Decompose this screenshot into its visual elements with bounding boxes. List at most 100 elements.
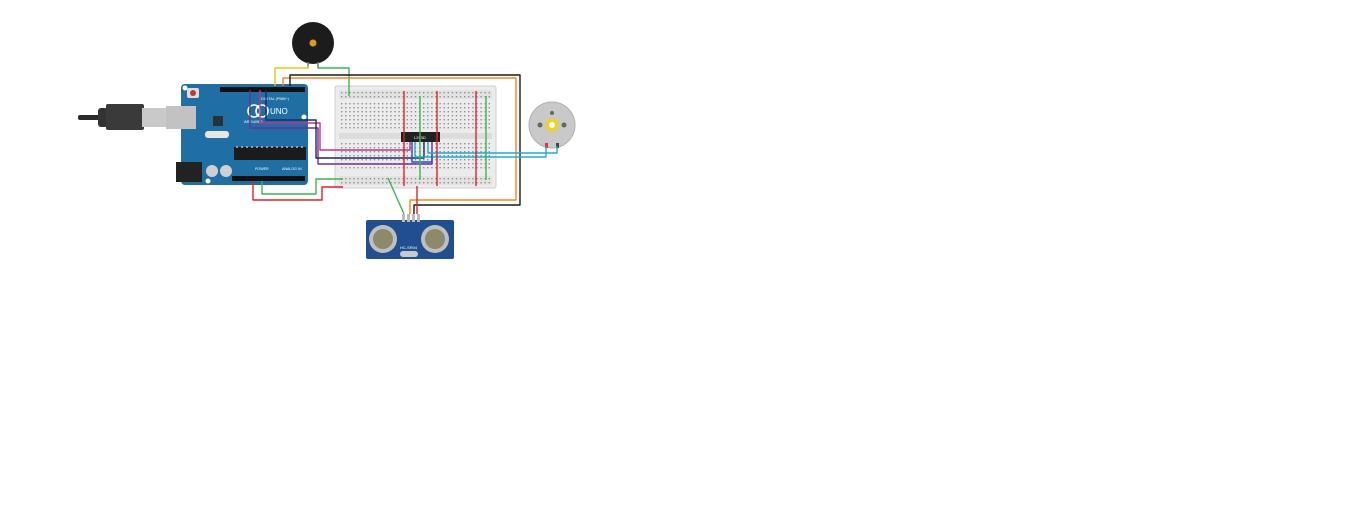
breadboard-hole (488, 96, 490, 98)
breadboard-hole (345, 127, 347, 129)
breadboard-hole (398, 96, 400, 98)
breadboard-hole (377, 151, 380, 153)
wire-blue-motor-2[interactable] (427, 142, 558, 154)
breadboard-hole (459, 92, 462, 94)
breadboard-hole (451, 103, 454, 105)
breadboard-hole (427, 167, 429, 169)
breadboard-hole (476, 151, 478, 153)
wire-red-power[interactable] (252, 181, 343, 201)
breadboard-hole (398, 155, 400, 157)
breadboard-hole (406, 167, 408, 169)
breadboard-hole (341, 111, 343, 113)
breadboard-hole (484, 127, 486, 129)
breadboard-hole (459, 147, 462, 149)
wire-green-buzzer[interactable] (317, 66, 350, 96)
wire-blue-short[interactable] (411, 142, 433, 163)
breadboard-hole (402, 159, 404, 161)
breadboard-hole (353, 182, 355, 184)
breadboard-hole (459, 151, 462, 153)
breadboard-hole (423, 107, 425, 109)
breadboard-hole (373, 123, 376, 125)
breadboard-hole (349, 107, 351, 109)
arduino-uno-board[interactable]: UNO ARDUINO DIGITAL (PWM~) POWER ANALOG … (166, 84, 308, 185)
breadboard-hole (377, 159, 380, 161)
breadboard-hole (410, 178, 413, 180)
breadboard-hole (365, 167, 367, 169)
piezo-buzzer[interactable] (292, 22, 334, 68)
breadboard-hole (394, 143, 396, 145)
breadboard-hole (431, 119, 433, 121)
breadboard-hole (464, 127, 466, 129)
breadboard-hole (386, 151, 388, 153)
breadboard-hole (459, 119, 462, 121)
usb-cable[interactable] (78, 104, 194, 130)
breadboard-hole (353, 103, 355, 105)
breadboard-hole (365, 151, 367, 153)
breadboard-hole (398, 147, 400, 149)
breadboard-hole (386, 127, 388, 129)
breadboard-hole (406, 182, 408, 184)
breadboard-hole (365, 103, 367, 105)
breadboard-hole (345, 119, 347, 121)
breadboard-hole (451, 115, 454, 117)
breadboard-hole (427, 178, 429, 180)
dc-motor[interactable] (528, 101, 576, 149)
breadboard-hole (386, 115, 388, 117)
breadboard-hole (451, 155, 454, 157)
breadboard-hole (357, 155, 359, 157)
breadboard-hole (390, 151, 392, 153)
wire-navy[interactable] (265, 90, 425, 159)
breadboard-hole (451, 159, 454, 161)
breadboard-hole (455, 143, 458, 145)
wire-green-gnd[interactable] (261, 178, 343, 195)
ultrasonic-sensor[interactable]: HC-SR04 (366, 214, 454, 259)
breadboard-hole (447, 182, 449, 184)
breadboard-hole (382, 151, 384, 153)
wire-yellow[interactable] (274, 66, 309, 86)
breadboard-hole (439, 147, 441, 149)
wire-black[interactable] (289, 74, 521, 214)
breadboard-hole (398, 103, 400, 105)
breadboard-hole (472, 96, 474, 98)
breadboard-hole (435, 143, 437, 145)
breadboard-hole (406, 147, 408, 149)
breadboard-hole (410, 123, 413, 125)
breadboard-hole (447, 96, 449, 98)
breadboard-hole (345, 155, 347, 157)
breadboard-hole (435, 167, 437, 169)
breadboard-hole (361, 182, 363, 184)
breadboard-hole (365, 155, 367, 157)
wire-green-sensor[interactable] (387, 177, 405, 215)
wire-orange[interactable] (282, 77, 517, 214)
breadboard-hole (443, 103, 445, 105)
breadboard-hole (369, 111, 372, 113)
breadboard-hole (435, 151, 437, 153)
breadboard-hole (373, 159, 376, 161)
breadboard-hole (443, 151, 445, 153)
breadboard-hole (382, 143, 384, 145)
breadboard-hole (341, 115, 343, 117)
breadboard-hole (369, 143, 372, 145)
breadboard-hole (361, 96, 363, 98)
breadboard-hole (488, 127, 490, 129)
breadboard-hole (402, 107, 404, 109)
breadboard-hole (447, 163, 449, 165)
breadboard-hole (382, 115, 384, 117)
breadboard-hole (451, 127, 454, 129)
breadboard-hole (382, 167, 384, 169)
breadboard-hole (480, 155, 482, 157)
breadboard-hole (353, 178, 355, 180)
breadboard-hole (361, 103, 363, 105)
wire-magenta[interactable] (259, 90, 411, 151)
wire-cyan-motor-1[interactable] (414, 142, 547, 158)
breadboard-hole (373, 96, 376, 98)
breadboard-hole (341, 167, 343, 169)
breadboard-hole (349, 123, 351, 125)
breadboard-hole (357, 147, 359, 149)
breadboard-hole (435, 92, 437, 94)
breadboard-hole (423, 103, 425, 105)
breadboard-hole (390, 182, 392, 184)
breadboard-hole (394, 115, 396, 117)
breadboard-hole (439, 119, 441, 121)
